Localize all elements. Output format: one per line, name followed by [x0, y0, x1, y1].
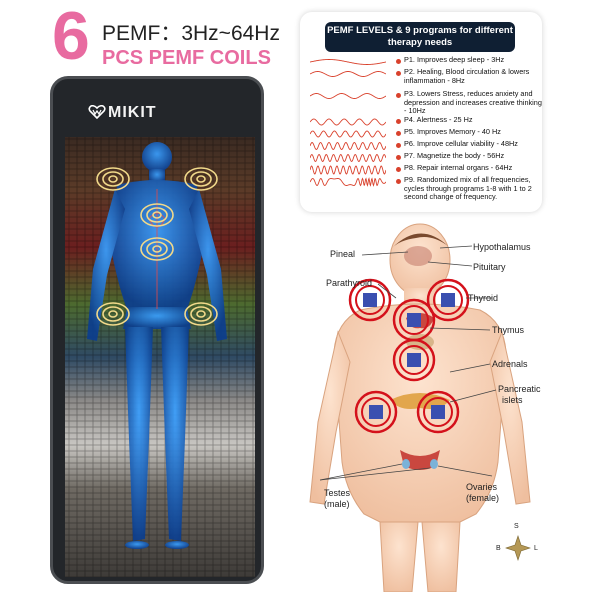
- heart-w-logo-icon: [88, 105, 106, 119]
- label-hypothalamus: Hypothalamus: [473, 242, 531, 252]
- program-text: P1. Improves deep sleep - 3Hz: [404, 55, 505, 64]
- program-row: P3. Lowers Stress, reduces anxiety and d…: [310, 89, 542, 115]
- label-ovaries: Ovaries: [466, 482, 498, 492]
- program-text: P8. Repair internal organs - 64Hz: [404, 163, 513, 172]
- label-pituitary: Pituitary: [473, 262, 506, 272]
- program-row: P2. Healing, Blood circulation & lowers …: [310, 67, 540, 85]
- levels-title: PEMF LEVELS & 9 programs for different t…: [325, 22, 515, 52]
- program-row: P1. Improves deep sleep - 3Hz: [310, 55, 540, 70]
- anatomy-diagram: Pineal Hypothalamus Pituitary Parathyroi…: [280, 222, 580, 593]
- pemf-mat: [50, 76, 264, 584]
- label-adrenals: Adrenals: [492, 359, 528, 369]
- program-row: P9. Randomized mix of all frequencies, c…: [310, 175, 540, 201]
- bullet-dot: [396, 59, 401, 64]
- waveform-icon: [310, 93, 386, 99]
- label-pancreatic: Pancreatic: [498, 384, 541, 394]
- program-text: P7. Magnetize the body - 56Hz: [404, 151, 505, 160]
- program-row: P5. Improves Memory - 40 Hz: [310, 127, 540, 142]
- mat-graphic: [65, 137, 255, 577]
- coils-title: PCS PEMF COILS: [102, 47, 271, 69]
- coil-count: 6: [52, 0, 90, 74]
- waveform-icon: [310, 59, 386, 65]
- waveform-icon: [310, 165, 386, 175]
- label-islets: islets: [502, 395, 523, 405]
- program-row: P6. Improve cellular viability - 48Hz: [310, 139, 540, 154]
- body-illustration: [309, 223, 531, 593]
- mat-brand: MIKIT: [108, 104, 157, 121]
- coil-markers: [348, 278, 470, 434]
- waveform-icon: [310, 130, 386, 138]
- label-testes-sub: (male): [324, 499, 350, 509]
- waveform-icon: [310, 71, 386, 77]
- program-text: P9. Randomized mix of all frequencies, c…: [404, 175, 532, 202]
- bullet-dot: [396, 143, 401, 148]
- label-thyroid: Thyroid: [468, 293, 499, 303]
- program-row: P8. Repair internal organs - 64Hz: [310, 163, 540, 178]
- label-thymus: Thymus: [492, 325, 525, 335]
- bullet-dot: [396, 119, 401, 124]
- frequency-range: PEMF：3Hz~64Hz: [102, 22, 280, 45]
- compass-l: L: [534, 545, 538, 552]
- bullet-dot: [396, 93, 401, 98]
- program-text: P3. Lowers Stress, reduces anxiety and d…: [404, 89, 542, 116]
- bullet-dot: [396, 167, 401, 172]
- program-text: P2. Healing, Blood circulation & lowers …: [404, 67, 530, 85]
- label-pineal: Pineal: [330, 249, 356, 259]
- program-text: P5. Improves Memory - 40 Hz: [404, 127, 501, 136]
- label-parathyroid: Parathyroid: [326, 278, 373, 288]
- waveform-icon: [310, 153, 386, 163]
- bullet-dot: [396, 131, 401, 136]
- compass-s: S: [514, 523, 519, 530]
- program-text: P6. Improve cellular viability - 48Hz: [404, 139, 518, 148]
- waveform-icon: [310, 177, 386, 187]
- program-row: P7. Magnetize the body - 56Hz: [310, 151, 540, 166]
- compass-icon: [505, 535, 531, 561]
- program-row: P4. Alertness - 25 Hz: [310, 115, 540, 130]
- waveform-icon: [310, 118, 386, 126]
- bullet-dot: [396, 179, 401, 184]
- bullet-dot: [396, 155, 401, 160]
- compass-b: B: [496, 545, 501, 552]
- label-ovaries-sub: (female): [466, 493, 500, 503]
- pemf-levels-panel: PEMF LEVELS & 9 programs for different t…: [300, 12, 542, 212]
- waveform-icon: [310, 142, 386, 150]
- program-text: P4. Alertness - 25 Hz: [404, 115, 473, 124]
- bullet-dot: [396, 71, 401, 76]
- label-testes: Testes: [324, 488, 351, 498]
